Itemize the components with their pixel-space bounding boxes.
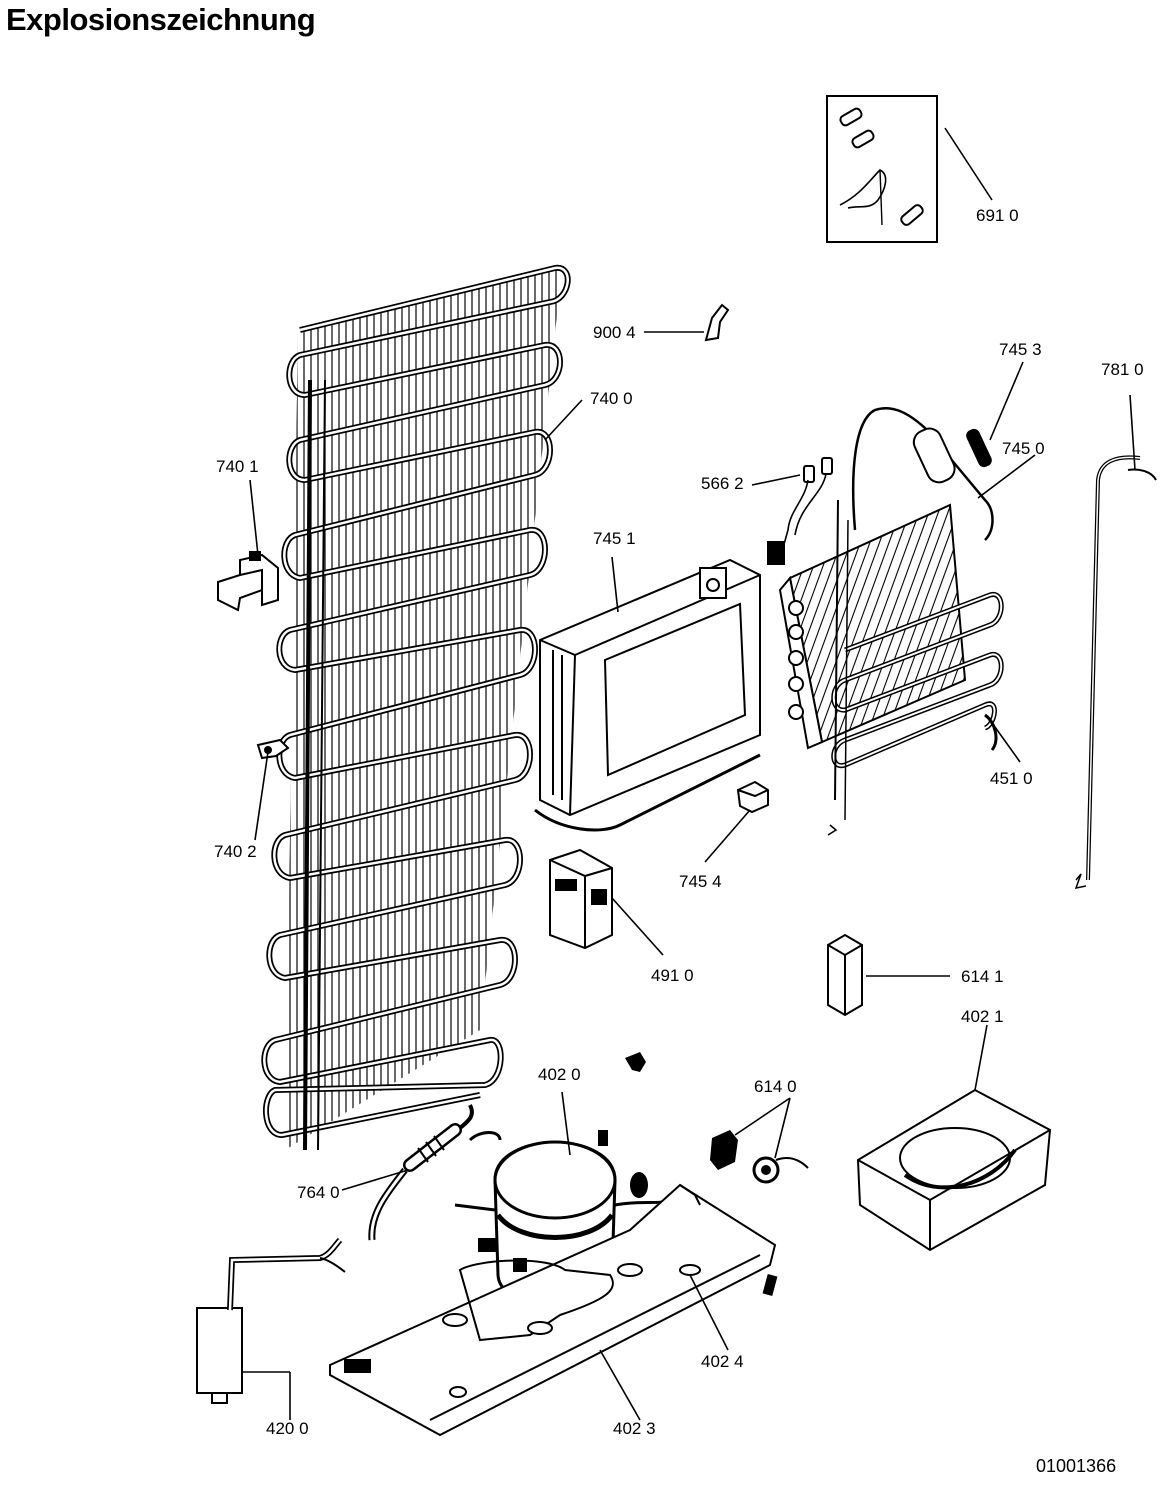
block-4910-part bbox=[550, 850, 612, 948]
kit-box-6910-part bbox=[827, 96, 992, 242]
fixing-9004-part bbox=[644, 305, 728, 340]
clip-7401-part bbox=[218, 552, 278, 610]
label-745-1: 745 1 bbox=[593, 529, 636, 548]
part-6140 bbox=[710, 1098, 808, 1182]
sensor-5662-part bbox=[752, 458, 832, 564]
drain-tube-7810-part bbox=[1076, 395, 1156, 888]
holder-6141-part bbox=[828, 935, 950, 1015]
label-691-0: 691 0 bbox=[976, 206, 1019, 225]
label-781-0: 781 0 bbox=[1101, 360, 1144, 379]
screw-part bbox=[625, 1052, 778, 1296]
electric-box-4200-part bbox=[197, 1240, 345, 1420]
plate-4023-part bbox=[330, 1185, 775, 1435]
clip-7402-part bbox=[258, 740, 288, 758]
leader-lines bbox=[250, 400, 1035, 1420]
label-614-1: 614 1 bbox=[961, 967, 1004, 986]
label-745-3: 745 3 bbox=[999, 340, 1042, 359]
label-764-0: 764 0 bbox=[297, 1183, 340, 1202]
label-900-4: 900 4 bbox=[593, 323, 636, 342]
evaporator-part bbox=[780, 408, 1001, 835]
label-745-4: 745 4 bbox=[679, 872, 722, 891]
tray-4021-part bbox=[858, 1090, 1050, 1250]
label-566-2: 566 2 bbox=[701, 474, 744, 493]
cover-7451-part bbox=[535, 560, 760, 830]
page-title: Explosionszeichnung bbox=[6, 2, 316, 37]
label-402-4: 402 4 bbox=[701, 1352, 744, 1371]
label-451-0: 451 0 bbox=[990, 769, 1033, 788]
document-number: 01001366 bbox=[1036, 1456, 1117, 1476]
label-740-0: 740 0 bbox=[590, 389, 633, 408]
label-745-0: 745 0 bbox=[1002, 439, 1045, 458]
drier-7640-part bbox=[372, 1105, 472, 1240]
label-614-0: 614 0 bbox=[754, 1077, 797, 1096]
label-420-0: 420 0 bbox=[266, 1419, 309, 1438]
label-491-0: 491 0 bbox=[651, 966, 694, 985]
condenser-part bbox=[264, 268, 567, 1150]
label-740-2: 740 2 bbox=[214, 842, 257, 861]
label-402-1: 402 1 bbox=[961, 1007, 1004, 1026]
label-740-1: 740 1 bbox=[216, 457, 259, 476]
label-402-0: 402 0 bbox=[538, 1065, 581, 1084]
label-402-3: 402 3 bbox=[613, 1419, 656, 1438]
part-7453 bbox=[966, 362, 1023, 468]
clip-7454-part bbox=[738, 782, 768, 812]
